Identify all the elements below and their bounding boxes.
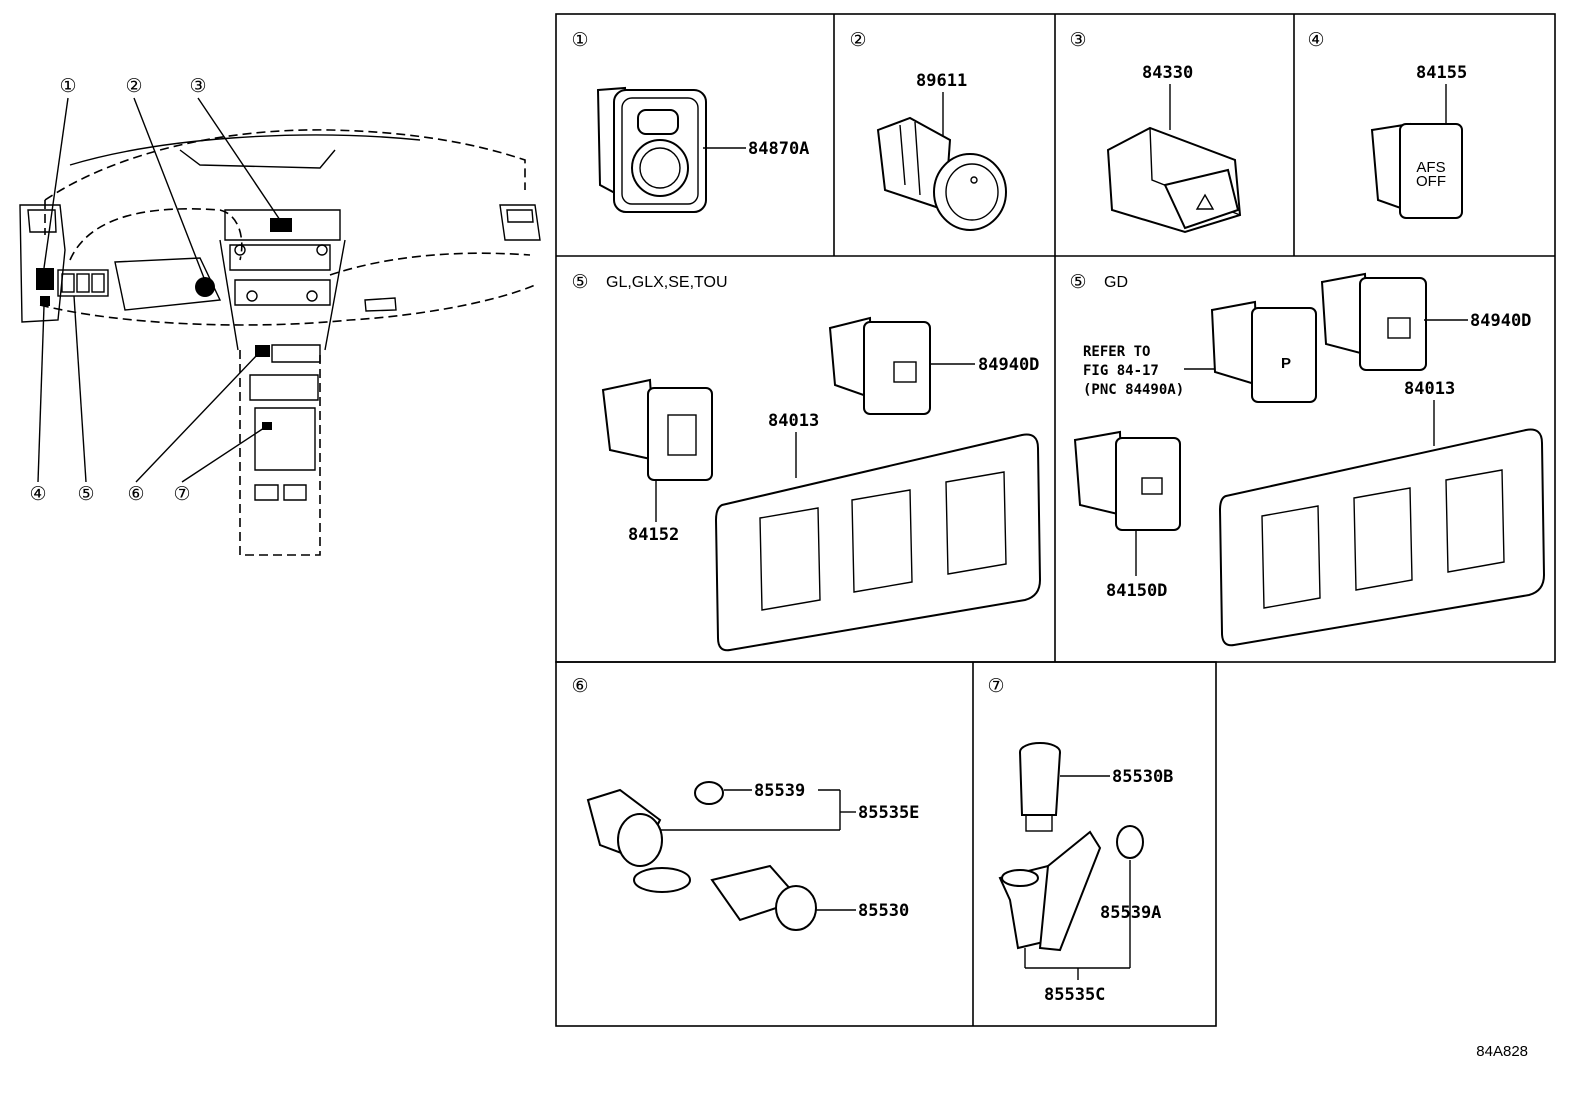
panel-1-number: ①	[571, 30, 588, 51]
socket-85530B-illustration	[1019, 742, 1061, 832]
panel-2: ② 89611	[849, 30, 1007, 231]
fog-switch-illustration	[1073, 430, 1181, 531]
part-84155: 84155	[1416, 63, 1467, 83]
panel-5-gl: ⑤ GL,GLX,SE,TOU 84940D 84152 84013	[571, 272, 1042, 652]
part-84152: 84152	[628, 525, 679, 545]
switch-panel-illustration-a	[714, 433, 1042, 652]
part-84150D: 84150D	[1106, 581, 1167, 601]
outlet-assy-illustration	[586, 788, 691, 893]
panel-3-number: ③	[1069, 30, 1086, 51]
panel-5a-number: ⑤	[571, 272, 588, 293]
panel-2-number: ②	[849, 30, 866, 51]
panel-6: ⑥ 85539 85535E 85530	[571, 676, 919, 931]
part-84013-b: 84013	[1404, 379, 1455, 399]
start-switch-illustration	[876, 116, 1007, 231]
callout-2: ②	[125, 76, 142, 97]
callout-3: ③	[189, 76, 206, 97]
part-85539: 85539	[754, 781, 805, 801]
refer-note-line1: REFER TO	[1083, 344, 1150, 360]
panel-1: ① 84870A	[571, 30, 809, 213]
heater-switch-gd-illustration	[1320, 272, 1427, 371]
callout-4: ④	[29, 484, 46, 505]
figure-code: 84A828	[1476, 1043, 1528, 1060]
dashboard-overview: ① ② ③ ④ ⑤ ⑥ ⑦	[19, 76, 541, 556]
switch-panel-illustration-b	[1218, 428, 1546, 647]
part-85535E: 85535E	[858, 803, 919, 823]
part-84940D-b: 84940D	[1470, 311, 1531, 331]
callout-7: ⑦	[173, 484, 190, 505]
part-85530: 85530	[858, 901, 909, 921]
mirror-fold-switch-illustration	[601, 378, 713, 481]
panel-6-number: ⑥	[571, 676, 588, 697]
panel-5b-variant: GD	[1104, 274, 1128, 291]
socket-85530-illustration	[710, 864, 817, 931]
part-85535C: 85535C	[1044, 985, 1105, 1005]
panel-5b-number: ⑤	[1069, 272, 1086, 293]
panel-grid	[555, 13, 1556, 1027]
parking-switch-illustration: P	[1210, 300, 1317, 403]
mirror-switch-illustration	[596, 86, 707, 213]
part-84013-a: 84013	[768, 411, 819, 431]
refer-note-line3: (PNC 84490A)	[1083, 382, 1184, 398]
panel-3: ③ 84330	[1069, 30, 1242, 234]
hazard-switch-illustration	[1106, 126, 1242, 234]
panel-5-gd: ⑤ GD REFER TO FIG 84-17 (PNC 84490A) P 8…	[1069, 272, 1546, 647]
outlet-assy-85535C-illustration	[998, 830, 1102, 952]
cap-85539-illustration	[694, 781, 724, 805]
part-84330: 84330	[1142, 63, 1193, 83]
callout-6: ⑥	[127, 484, 144, 505]
callout-5: ⑤	[77, 484, 94, 505]
cap-85539A-illustration	[1116, 825, 1144, 859]
part-84940D-a: 84940D	[978, 355, 1039, 375]
panel-7: ⑦ 85530B 85539A 85535C	[987, 676, 1173, 1005]
afs-label-line2: OFF	[1416, 173, 1446, 190]
parking-switch-glyph: P	[1281, 355, 1291, 372]
heater-switch-illustration	[828, 316, 931, 415]
part-84870A: 84870A	[748, 139, 809, 159]
afs-switch-illustration: AFS OFF	[1370, 122, 1463, 219]
part-85539A: 85539A	[1100, 903, 1161, 923]
panel-5a-variant: GL,GLX,SE,TOU	[606, 274, 728, 291]
part-89611: 89611	[916, 71, 967, 91]
panel-4: ④ 84155 AFS OFF	[1307, 30, 1467, 219]
refer-note-line2: FIG 84-17	[1083, 363, 1159, 379]
afs-label-line1: AFS	[1416, 159, 1445, 176]
panel-7-number: ⑦	[987, 676, 1004, 697]
callout-1: ①	[59, 76, 76, 97]
part-85530B: 85530B	[1112, 767, 1173, 787]
panel-4-number: ④	[1307, 30, 1324, 51]
